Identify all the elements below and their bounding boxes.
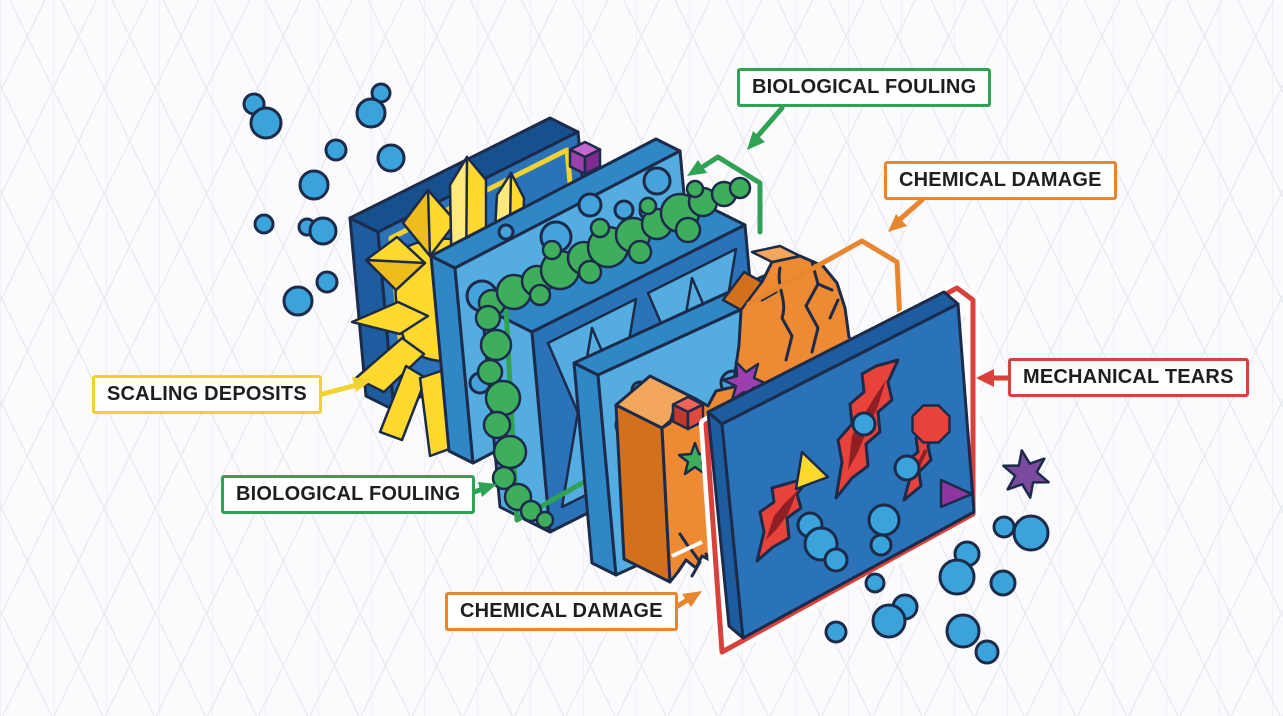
red-octagon-icon (911, 404, 951, 444)
purple-cube-icon (568, 140, 602, 176)
purple-triangle-icon (939, 478, 974, 509)
label-biological-fouling-lower: BIOLOGICAL FOULING (221, 475, 476, 514)
label-scaling-deposits: SCALING DEPOSITS (92, 375, 322, 414)
purple-star-right-icon (1002, 449, 1050, 499)
label-chemical-damage-lower: CHEMICAL DAMAGE (445, 592, 678, 631)
biological-fouling-growth (474, 176, 752, 530)
scaling-arrow (312, 377, 372, 399)
mech-arrow (976, 369, 1011, 387)
chemical-bracket (746, 238, 903, 325)
yellow-triangle-icon (794, 450, 830, 491)
label-mechanical-tears: MECHANICAL TEARS (1008, 358, 1249, 397)
panel-bubbles (796, 411, 921, 573)
chem-top-arrow (888, 197, 925, 232)
membrane-layer-tears (706, 290, 976, 640)
label-biological-fouling-top: BIOLOGICAL FOULING (737, 68, 992, 107)
bio-top-arrow (747, 105, 785, 150)
red-cube-icon (671, 395, 705, 431)
bubbles-right (824, 514, 1050, 665)
fouling-bracket-top (687, 154, 763, 235)
bubbles-left (242, 82, 406, 317)
label-chemical-damage-top: CHEMICAL DAMAGE (884, 161, 1117, 200)
